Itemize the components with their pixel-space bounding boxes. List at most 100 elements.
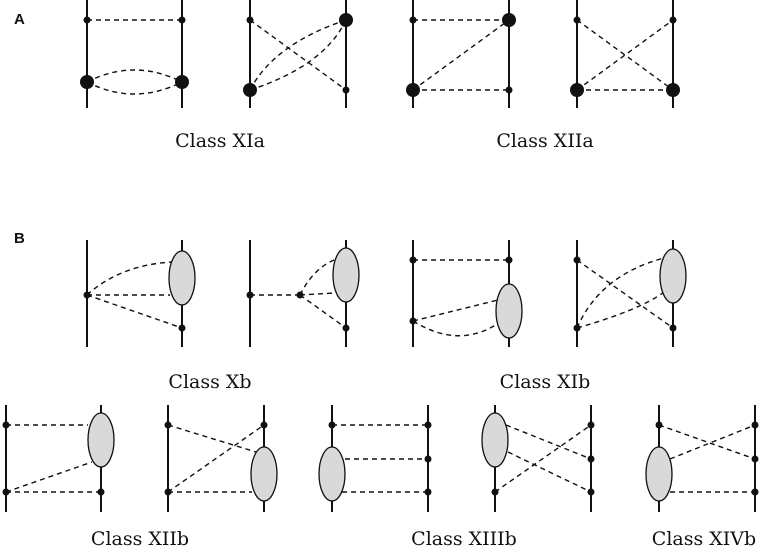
dashed-propagator: [249, 19, 347, 91]
blob-vertex: [659, 248, 687, 304]
blob-vertex: [332, 247, 360, 303]
class-label-xb: Class Xb: [168, 371, 251, 393]
vertex: [573, 16, 581, 24]
diagram-xiiib-2: [481, 405, 595, 512]
vertex-large: [80, 75, 94, 89]
vertex-large: [339, 13, 353, 27]
dashed-propagator: [494, 424, 592, 493]
vertex-large: [570, 83, 584, 97]
blob-vertex: [168, 250, 196, 306]
vertex: [424, 488, 432, 496]
dashed-propagator: [576, 19, 674, 91]
vertex: [178, 324, 186, 332]
dashed-propagator: [576, 257, 665, 329]
diagram-xiia-1: [406, 0, 516, 108]
vertex: [342, 324, 350, 332]
blob-vertex: [318, 446, 346, 502]
diagram-xiib-1: [2, 405, 115, 512]
vertex: [587, 421, 595, 429]
vertex: [2, 421, 10, 429]
diagram-xib-1: [409, 240, 523, 347]
vertex: [505, 256, 513, 264]
panel-label-a: A: [14, 11, 25, 28]
blob-vertex: [495, 283, 523, 339]
vertex: [83, 16, 91, 24]
vertex: [751, 421, 759, 429]
vertex: [587, 455, 595, 463]
vertex: [751, 488, 759, 496]
diagram-xivb: [645, 405, 759, 512]
diagram-xia-2: [243, 0, 353, 108]
panel-label-b: B: [14, 230, 25, 247]
vertex: [296, 291, 304, 299]
dashed-propagator: [669, 424, 756, 460]
dashed-propagator: [249, 19, 347, 91]
vertex-large: [502, 13, 516, 27]
dashed-propagator: [507, 451, 592, 493]
vertex: [751, 455, 759, 463]
vertex: [505, 86, 513, 94]
dashed-propagator: [412, 320, 501, 337]
diagram-xiiib-1: [318, 405, 432, 512]
class-label-xiiib: Class XIIIb: [411, 528, 517, 550]
dashed-propagator: [576, 19, 674, 91]
vertex: [424, 421, 432, 429]
blob-vertex: [645, 446, 673, 502]
vertex: [328, 421, 336, 429]
vertex: [669, 16, 677, 24]
dashed-propagator: [86, 294, 183, 329]
diagram-xb-2: [246, 240, 360, 347]
vertex: [409, 317, 417, 325]
blob-vertex: [481, 412, 509, 468]
class-label-xib: Class XIb: [500, 371, 591, 393]
vertex: [178, 16, 186, 24]
vertex: [260, 421, 268, 429]
dashed-propagator: [412, 299, 499, 322]
dashed-propagator: [5, 461, 93, 493]
vertex: [655, 421, 663, 429]
vertex: [2, 488, 10, 496]
vertex: [246, 291, 254, 299]
dashed-propagator: [299, 257, 341, 296]
dashed-propagator: [505, 424, 592, 460]
vertex-large: [175, 75, 189, 89]
class-label-xiib: Class XIIb: [91, 528, 189, 550]
dashed-propagator: [249, 19, 347, 91]
diagram-xia-1: [80, 0, 189, 108]
blob-vertex: [250, 446, 278, 502]
vertex-large: [243, 83, 257, 97]
dashed-propagator: [658, 424, 756, 460]
diagram-xib-2: [573, 240, 687, 347]
class-label-xivb: Class XIVb: [652, 528, 756, 550]
dashed-propagator: [86, 81, 183, 95]
vertex: [424, 455, 432, 463]
vertex: [97, 488, 105, 496]
diagram-xiib-2: [164, 405, 278, 512]
vertex: [587, 488, 595, 496]
vertex: [246, 16, 254, 24]
dashed-propagator: [576, 291, 665, 329]
vertex: [573, 324, 581, 332]
dashed-propagator: [86, 69, 183, 83]
vertex: [491, 488, 499, 496]
dashed-propagator: [299, 292, 335, 296]
vertex: [409, 16, 417, 24]
vertex: [83, 291, 91, 299]
dashed-propagator: [167, 424, 257, 453]
class-label-xiia: Class XIIa: [496, 130, 593, 152]
dashed-propagator: [167, 424, 265, 493]
dashed-propagator: [576, 259, 674, 329]
diagram-xb-1: [83, 240, 196, 347]
dashed-propagator: [86, 261, 173, 296]
dashed-propagator: [299, 294, 347, 329]
blob-vertex: [87, 412, 115, 468]
class-label-xia: Class XIa: [175, 130, 265, 152]
vertex: [573, 256, 581, 264]
vertex: [669, 324, 677, 332]
vertex: [164, 421, 172, 429]
vertex-large: [406, 83, 420, 97]
vertex: [409, 256, 417, 264]
vertex: [164, 488, 172, 496]
vertex: [342, 86, 350, 94]
